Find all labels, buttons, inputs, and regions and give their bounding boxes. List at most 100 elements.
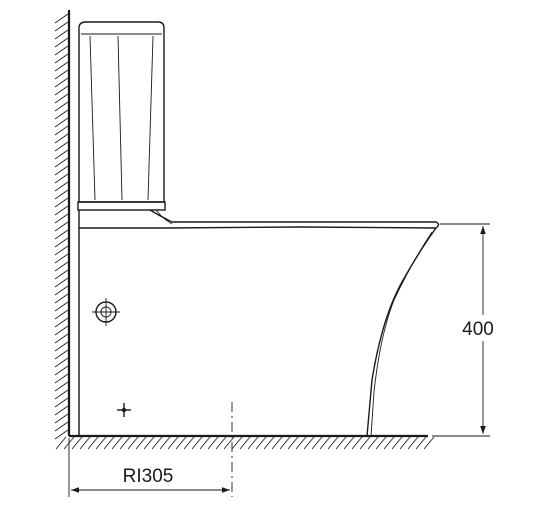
floor-hatch-stroke [415, 436, 427, 450]
floor-hatch-stroke [127, 436, 139, 450]
wall-hatch-stroke [54, 413, 69, 424]
fixing-dot [121, 407, 127, 413]
wall-hatch-stroke [54, 13, 69, 24]
floor-hatch-stroke [391, 436, 403, 450]
floor-hatch-stroke [175, 436, 187, 450]
seat-top [79, 209, 440, 229]
wall-hatch-stroke [54, 197, 69, 208]
floor-hatch-stroke [151, 436, 163, 450]
floor-hatch-stroke [103, 436, 115, 450]
floor-hatch-stroke [239, 436, 251, 450]
wall-hatch-stroke [54, 389, 69, 400]
floor-hatch-stroke [335, 436, 347, 450]
wall-hatch-stroke [54, 245, 69, 256]
pan-front-profile [366, 227, 437, 437]
floor-hatch-stroke [143, 436, 155, 450]
wall-hatch-stroke [54, 109, 69, 120]
floor-hatch-stroke [87, 436, 99, 450]
wall-hatching [54, 13, 69, 440]
floor-hatch-stroke [223, 436, 235, 450]
wall-hatch-stroke [54, 133, 69, 144]
wall-hatch-stroke [54, 117, 69, 128]
wall-hatch-stroke [54, 237, 69, 248]
floor-hatch-stroke [295, 436, 307, 450]
wall-hatch-stroke [54, 77, 69, 88]
wall-hatch-stroke [54, 29, 69, 40]
wall-hatch-stroke [54, 357, 69, 368]
wall [54, 10, 71, 440]
floor-hatch-stroke [199, 436, 211, 450]
wall-hatch-stroke [54, 173, 69, 184]
wall-hatch-stroke [54, 21, 69, 32]
wall-hatch-stroke [54, 85, 69, 96]
wall-hatch-stroke [54, 325, 69, 336]
height-label-bg [455, 315, 501, 341]
wall-hatch-stroke [54, 93, 69, 104]
floor-hatch-stroke [183, 436, 195, 450]
wall-hatch-stroke [54, 421, 69, 432]
wall-hatch-stroke [54, 101, 69, 112]
cistern-inner-left [89, 35, 96, 201]
wall-hatch-stroke [54, 293, 69, 304]
rough-in-dimension: RI305 [68, 438, 230, 497]
wall-hatch-stroke [54, 277, 69, 288]
floor-hatch-stroke [95, 436, 107, 450]
pan-front-profile-inner [370, 231, 433, 437]
wall-hatch-stroke [54, 125, 69, 136]
wall-hatch-stroke [54, 341, 69, 352]
wall-hatch-stroke [54, 373, 69, 384]
rough-in-dimension-label: RI305 [123, 466, 174, 487]
wall-hatch-stroke [54, 317, 69, 328]
floor-hatch-stroke [167, 436, 179, 450]
wall-hatch-stroke [54, 165, 69, 176]
floor-hatch-stroke [215, 436, 227, 450]
cistern-inner-mid [117, 35, 123, 201]
floor-hatch-stroke [191, 436, 203, 450]
floor [55, 434, 435, 450]
floor-hatch-stroke [79, 436, 91, 450]
floor-hatch-stroke [111, 436, 123, 450]
floor-hatching [55, 436, 435, 450]
floor-hatch-stroke [343, 436, 355, 450]
wall-hatch-stroke [54, 141, 69, 152]
floor-hatch-stroke [327, 436, 339, 450]
cistern-base [77, 201, 166, 211]
fixing-point-symbol [117, 403, 131, 417]
floor-hatch-stroke [423, 436, 435, 450]
floor-hatch-stroke [255, 436, 267, 450]
floor-hatch-stroke [367, 436, 379, 450]
seat-front-detail [155, 209, 173, 225]
wall-hatch-stroke [54, 429, 69, 440]
wall-hatch-stroke [54, 309, 69, 320]
wall-hatch-stroke [54, 189, 69, 200]
floor-hatch-stroke [383, 436, 395, 450]
floor-hatch-stroke [263, 436, 275, 450]
floor-hatch-stroke [135, 436, 147, 450]
wall-hatch-stroke [54, 205, 69, 216]
wall-hatch-stroke [54, 253, 69, 264]
wall-hatch-stroke [54, 333, 69, 344]
wall-hatch-stroke [54, 69, 69, 80]
wall-hatch-stroke [54, 269, 69, 280]
wall-hatch-stroke [54, 213, 69, 224]
wall-hatch-stroke [54, 61, 69, 72]
cistern-inner-right [147, 35, 154, 201]
wall-hatch-stroke [54, 365, 69, 376]
wall-hatch-stroke [54, 149, 69, 160]
floor-hatch-stroke [207, 436, 219, 450]
floor-hatch-stroke [311, 436, 323, 450]
wall-hatch-stroke [54, 53, 69, 64]
waste-outlet-symbol [92, 298, 120, 326]
floor-hatch-stroke [279, 436, 291, 450]
wall-hatch-stroke [54, 37, 69, 48]
floor-hatch-stroke [399, 436, 411, 450]
pan [78, 209, 440, 437]
floor-hatch-stroke [351, 436, 363, 450]
floor-hatch-stroke [55, 436, 67, 450]
floor-hatch-stroke [71, 436, 83, 450]
wall-hatch-stroke [54, 405, 69, 416]
floor-hatch-stroke [271, 436, 283, 450]
wall-hatch-stroke [54, 181, 69, 192]
floor-hatch-stroke [319, 436, 331, 450]
